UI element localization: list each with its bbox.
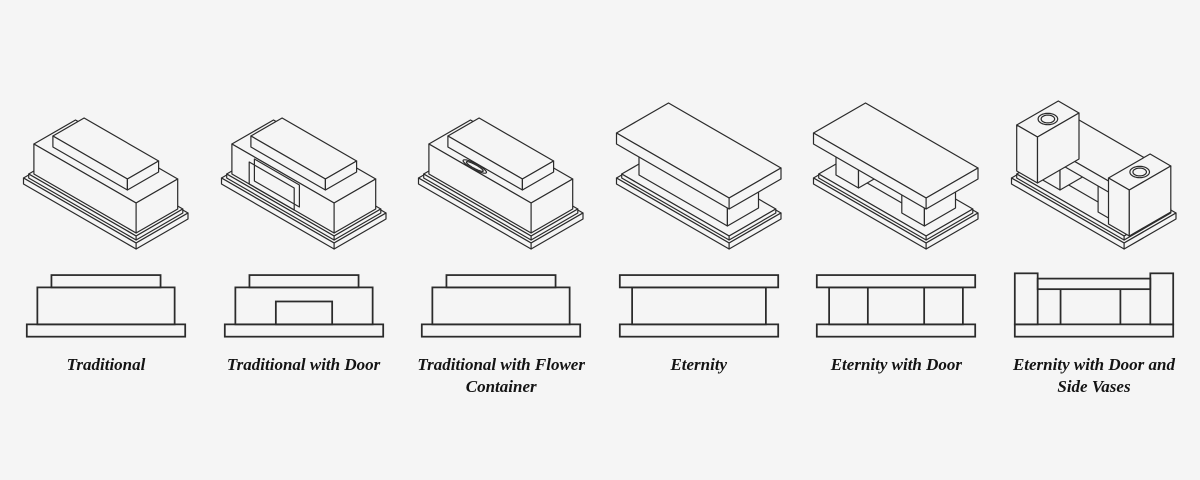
eternity-with-door-and-side-vases-front-view: [1013, 272, 1175, 338]
front-base: [25, 323, 187, 338]
design-label: Eternity with Door and Side Vases: [1012, 355, 1175, 397]
design-traditional: Traditional: [8, 96, 204, 376]
design-label: Traditional with Flower Container: [417, 355, 585, 397]
eternity-with-door-front-view: [816, 274, 977, 338]
traditional-with-door-isometric-view: [220, 117, 387, 250]
front-base: [618, 323, 779, 338]
eternity-with-door-isometric-view: [813, 102, 979, 250]
front-cap: [618, 274, 779, 289]
traditional-front-view: [25, 274, 187, 338]
front-lid: [50, 274, 162, 289]
front-body: [36, 286, 176, 326]
design-eternity: Eternity: [601, 96, 797, 376]
eternity-with-door-and-side-vases-isometric-view: [1010, 100, 1177, 250]
traditional-with-flower-container-front-view: [421, 274, 582, 338]
design-label: Eternity with Door: [830, 355, 963, 374]
front-cap: [816, 274, 977, 289]
traditional-isometric-view: [22, 117, 189, 250]
design-label: Eternity: [670, 355, 728, 374]
front-body: [828, 286, 965, 326]
front-base: [816, 323, 977, 338]
design-eternity-with-door: Eternity with Door: [798, 96, 994, 376]
front-pillar-left: [1013, 272, 1039, 326]
front-lid: [248, 274, 360, 289]
front-base: [421, 323, 582, 338]
traditional-with-flower-container-isometric-view: [418, 117, 584, 250]
front-body: [631, 286, 767, 326]
front-base: [223, 323, 384, 338]
front-lid: [445, 274, 557, 289]
design-label: Traditional: [66, 355, 146, 374]
front-base: [1013, 323, 1175, 338]
front-cap: [1036, 277, 1152, 291]
traditional-with-door-front-view: [223, 274, 384, 338]
design-traditional-with-door: Traditional with Door: [206, 96, 402, 376]
design-eternity-with-door-and-side-vases: Eternity with Door and Side Vases: [996, 96, 1192, 398]
front-body: [234, 286, 374, 326]
eternity-isometric-view: [615, 102, 782, 250]
front-body: [431, 286, 571, 326]
front-pillar-right: [1149, 272, 1175, 326]
eternity-front-view: [618, 274, 779, 338]
design-traditional-with-flower-container: Traditional with Flower Container: [403, 96, 599, 398]
front-door: [274, 300, 333, 326]
design-label: Traditional with Door: [226, 355, 381, 374]
